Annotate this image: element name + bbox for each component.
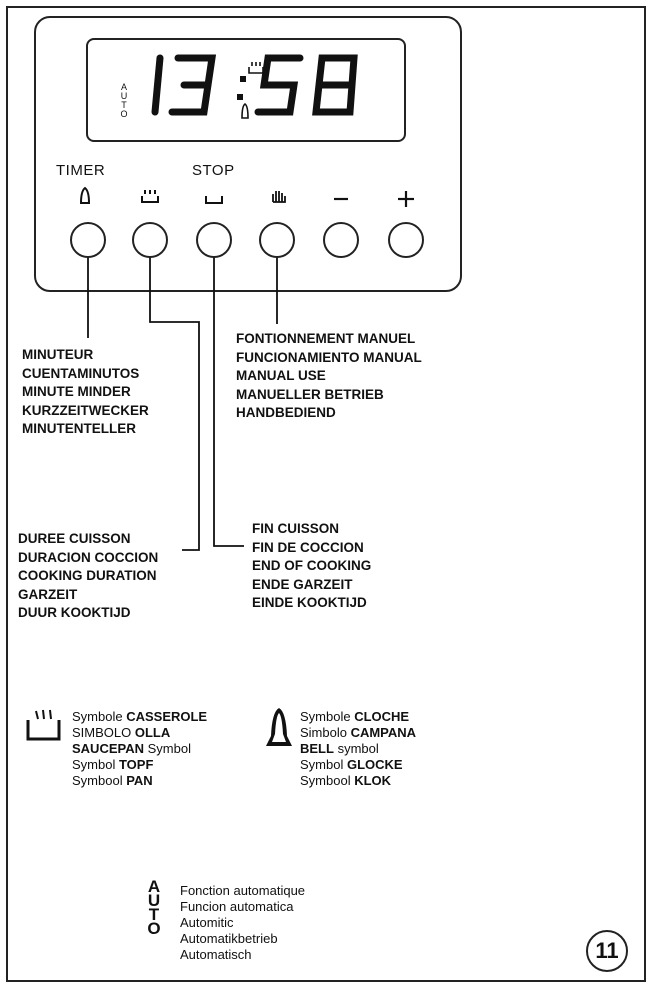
legend-saucepan-text: Symbole CASSEROLE SIMBOLO OLLA SAUCEPAN … bbox=[72, 709, 208, 788]
timer-button[interactable] bbox=[70, 222, 106, 258]
legend-bell-icon bbox=[266, 708, 292, 746]
display-bell-icon bbox=[241, 103, 249, 119]
page-frame bbox=[6, 6, 646, 982]
saucepan-icon bbox=[141, 190, 159, 203]
control-panel bbox=[34, 16, 462, 292]
display-digits bbox=[151, 54, 358, 116]
display-saucepan-icon bbox=[248, 62, 264, 74]
legend-auto-text: Fonction automatique Funcion automatica … bbox=[180, 883, 306, 962]
plus-button[interactable] bbox=[388, 222, 424, 258]
hand-icon bbox=[272, 191, 286, 203]
plus-icon bbox=[398, 191, 414, 207]
end-of-cooking-button[interactable] bbox=[196, 222, 232, 258]
clock-display bbox=[86, 38, 406, 142]
stop-label: STOP bbox=[192, 162, 235, 179]
leader-end-of-cooking bbox=[213, 256, 244, 547]
pan-icon bbox=[205, 196, 223, 204]
minus-button[interactable] bbox=[323, 222, 359, 258]
callout-manual-use: FONTIONNEMENT MANUEL FUNCIONAMIENTO MANU… bbox=[236, 331, 422, 420]
bell-icon bbox=[79, 186, 91, 204]
cooking-duration-button[interactable] bbox=[132, 222, 168, 258]
legend-saucepan-icon bbox=[26, 709, 61, 741]
manual-use-button[interactable] bbox=[259, 222, 295, 258]
timer-label: TIMER bbox=[56, 162, 106, 179]
callout-end-of-cooking: FIN CUISSON FIN DE COCCION END OF COOKIN… bbox=[252, 521, 372, 610]
legend-bell-text: Symbole CLOCHE Simbolo CAMPANA BELL symb… bbox=[300, 709, 417, 788]
display-auto-indicator: AUTO bbox=[120, 82, 128, 119]
colon-dot-top bbox=[240, 76, 246, 82]
callout-minute-minder: MINUTEUR CUENTAMINUTOS MINUTE MINDER KUR… bbox=[22, 347, 149, 436]
page-number: 11 bbox=[586, 930, 628, 972]
legend-auto-letters: AUTO bbox=[147, 877, 161, 938]
leader-cooking-duration bbox=[149, 256, 200, 551]
callout-cooking-duration: DUREE CUISSON DURACION COCCION COOKING D… bbox=[18, 531, 159, 620]
leader-lines bbox=[87, 256, 278, 551]
colon-dot-bottom bbox=[237, 94, 243, 100]
